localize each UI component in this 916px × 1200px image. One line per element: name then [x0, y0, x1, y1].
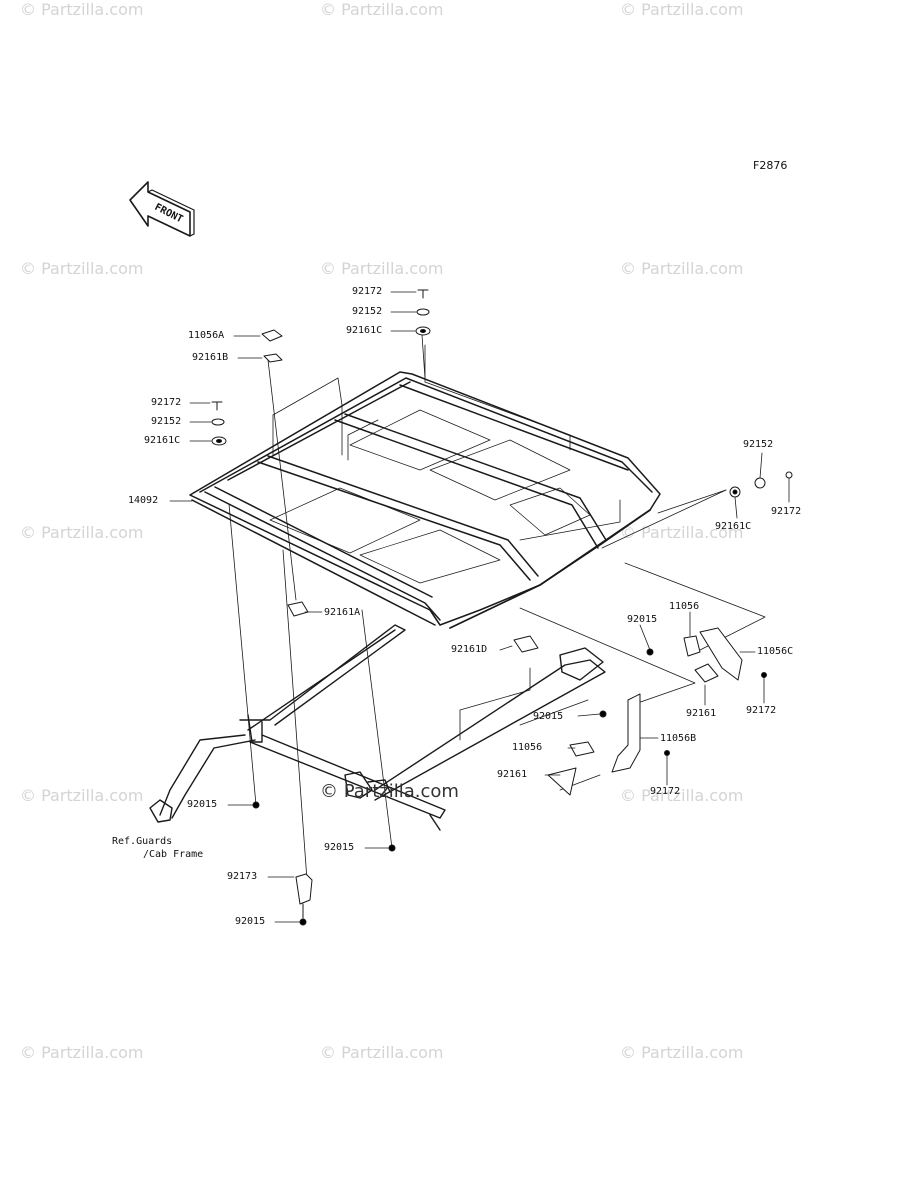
center-watermark: © Partzilla.com — [320, 781, 459, 802]
part-label[interactable]: 92161C — [144, 435, 181, 446]
clip-11056-lower-icon — [569, 741, 595, 757]
part-label[interactable]: 92172 — [746, 705, 777, 716]
pad-92161-right-icon — [694, 663, 719, 683]
pad-92161D-icon — [513, 635, 539, 653]
watermark: © Partzilla.com — [20, 786, 144, 805]
figure-code: F2876 — [753, 159, 788, 172]
clip-11056A-icon — [261, 329, 283, 342]
watermark: © Partzilla.com — [20, 0, 144, 19]
pad-92161-lower-icon — [547, 767, 577, 796]
part-label[interactable]: 11056A — [188, 330, 225, 341]
part-label[interactable]: 14092 — [128, 495, 159, 506]
part-label[interactable]: 92172 — [650, 786, 681, 797]
watermark: © Partzilla.com — [620, 786, 744, 805]
part-label[interactable]: 92015 — [187, 799, 218, 810]
watermark: © Partzilla.com — [320, 1043, 444, 1062]
watermark: © Partzilla.com — [620, 523, 744, 542]
part-label[interactable]: 92161 — [686, 708, 717, 719]
pad-92161A-icon — [287, 601, 309, 617]
part-label[interactable]: 92172 — [352, 286, 383, 297]
bracket-11056C-icon — [699, 627, 743, 681]
part-label[interactable]: 92173 — [227, 871, 258, 882]
watermark: © Partzilla.com — [620, 259, 744, 278]
watermark: © Partzilla.com — [320, 0, 444, 19]
roof-frame — [149, 624, 606, 831]
part-label[interactable]: 92152 — [743, 439, 774, 450]
part-label[interactable]: 92161C — [346, 325, 383, 336]
watermark: © Partzilla.com — [620, 1043, 744, 1062]
bracket-11056B-icon — [611, 693, 641, 773]
reference-note-line2: /Cab Frame — [143, 849, 204, 860]
part-label[interactable]: 11056 — [512, 742, 543, 753]
bolt-92172-top-icon — [417, 289, 429, 299]
part-label[interactable]: 92172 — [151, 397, 182, 408]
reference-note-line1: Ref.Guards — [112, 836, 173, 847]
part-label[interactable]: 92172 — [771, 506, 802, 517]
part-label[interactable]: 11056B — [660, 733, 697, 744]
bolt-92172-right-icon — [785, 471, 793, 479]
washer-92152-left-icon — [211, 418, 225, 426]
part-label[interactable]: 92152 — [151, 416, 182, 427]
part-label[interactable]: 11056C — [757, 646, 794, 657]
roof-panel — [189, 371, 661, 629]
part-label[interactable]: 11056 — [669, 601, 700, 612]
bolt-92172-left-icon — [211, 401, 223, 411]
front-arrow-icon: FRONT — [129, 181, 195, 237]
part-label[interactable]: 92152 — [352, 306, 383, 317]
watermark: © Partzilla.com — [20, 523, 144, 542]
part-label[interactable]: 92015 — [324, 842, 355, 853]
bracket-92173-icon — [295, 873, 313, 905]
part-label[interactable]: 92161B — [192, 352, 229, 363]
part-label[interactable]: 92161 — [497, 769, 528, 780]
watermark: © Partzilla.com — [620, 0, 744, 19]
part-label[interactable]: 92015 — [235, 916, 266, 927]
part-label[interactable]: 92161C — [715, 521, 752, 532]
part-label[interactable]: 92015 — [627, 614, 658, 625]
part-label[interactable]: 92015 — [533, 711, 564, 722]
washer-92152-right-icon — [754, 477, 766, 489]
part-label[interactable]: 92161A — [324, 607, 361, 618]
watermark: © Partzilla.com — [320, 259, 444, 278]
part-label[interactable]: 92161D — [451, 644, 488, 655]
clip-11056-icon — [683, 635, 701, 657]
watermark: © Partzilla.com — [20, 1043, 144, 1062]
washer-92152-top-icon — [416, 308, 430, 316]
fastener-set — [211, 289, 793, 926]
watermark: © Partzilla.com — [20, 259, 144, 278]
pad-92161B-icon — [263, 353, 283, 363]
